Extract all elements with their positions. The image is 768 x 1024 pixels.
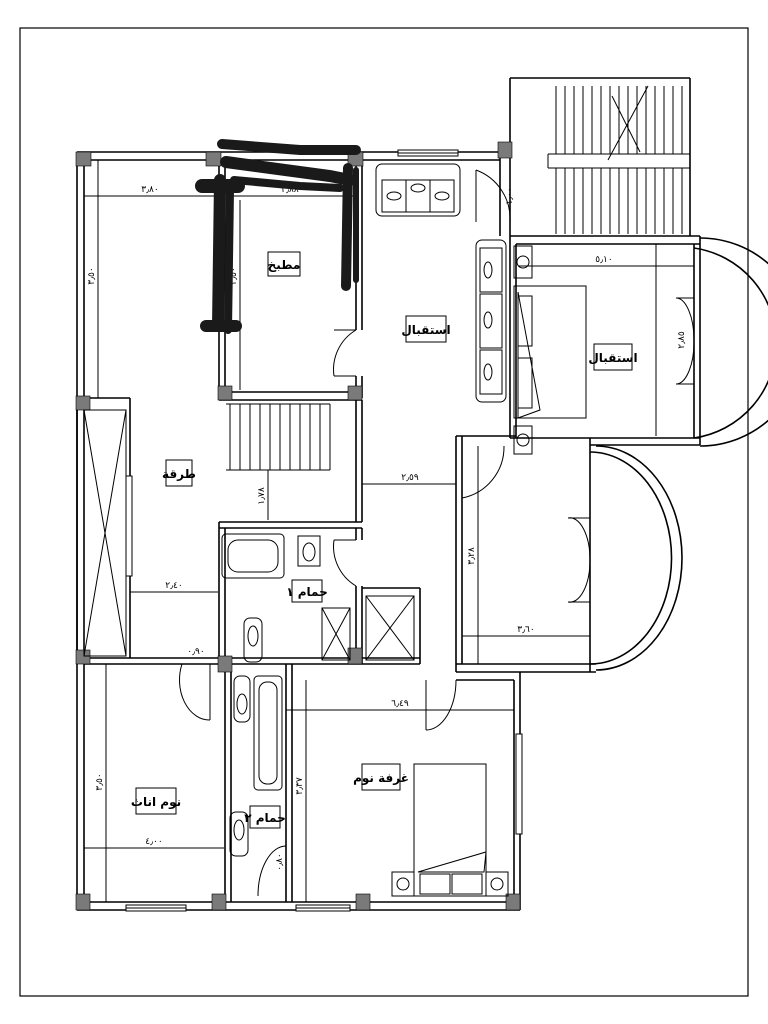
- dim-kitchen-height: ٣٫٥٠: [229, 267, 239, 284]
- dim-terrace-height: ٣٫٢٨: [467, 547, 477, 565]
- bath1-fixtures: [221, 533, 351, 663]
- exterior-walls: [76, 77, 768, 911]
- dim-reception-right-width: ٥٫١٠: [595, 255, 612, 265]
- shower-shaft: [365, 595, 415, 661]
- dim-kitchen-width: ٣٫٨٨: [281, 185, 299, 195]
- bed-bottom: [391, 763, 509, 897]
- dim-corridor-width: ٢٫٤٠: [165, 581, 182, 591]
- doors: [179, 169, 695, 897]
- room-label-corridor: طرقة: [162, 467, 196, 481]
- dim-door-girls: ٠٫٩٠: [187, 647, 204, 657]
- main-stair: [547, 85, 690, 234]
- bed-right: [513, 245, 587, 455]
- dim-bedroom-width: ٦٫٤٩: [391, 699, 409, 709]
- dimension-labels: ٣٫٨٠ ٣٫٨٨ ٣٫٥٠ ٣٫٥٠ ١٫٠٠ ٥٫١٠ ٢٫٨٥ ١٫٧٨ …: [87, 185, 687, 871]
- room-labels: مطبخ استقبال استقبال طرقة حمام ١ حمام ٢ …: [131, 251, 638, 829]
- room-label-bath1: حمام ١: [286, 585, 328, 600]
- dim-kitchen-left-width: ٣٫٨٠: [141, 185, 158, 195]
- dim-corridor-reception-width: ٢٫٥٩: [401, 473, 419, 483]
- room-label-girls-bedroom: نوم اناث: [131, 795, 181, 810]
- dim-terrace-width: ٣٫٦٠: [517, 625, 534, 635]
- light-shaft: [83, 409, 127, 657]
- dim-kitchen-left-height: ٣٫٥٠: [87, 267, 97, 284]
- room-label-bedroom: غرفة نوم: [353, 771, 409, 786]
- drawing-border: [19, 27, 749, 997]
- dim-door-top: ١٫٠٠: [505, 187, 515, 204]
- dimension-lines: [84, 160, 694, 902]
- sofa-top: [375, 163, 461, 217]
- room-label-reception-right: استقبال: [588, 351, 637, 365]
- room-label-reception-top: استقبال: [401, 323, 450, 337]
- dim-reception-right-height: ٢٫٨٥: [677, 331, 687, 349]
- dim-bedroom-height: ٣٫٣٧: [295, 777, 305, 795]
- room-label-bath2: حمام ٢: [244, 811, 286, 826]
- sofa-side: [475, 239, 507, 403]
- scribble-marks: [195, 139, 361, 334]
- internal-stair: [226, 403, 331, 471]
- room-label-kitchen: مطبخ: [268, 258, 301, 272]
- dim-stair-width: ١٫٧٨: [257, 487, 267, 505]
- dim-bath2-door: ٠٫٨٠: [275, 853, 285, 870]
- bath2-fixtures: [229, 675, 283, 857]
- dim-girls-bedroom-width: ٤٫٠٠: [145, 837, 162, 847]
- dim-girls-bedroom-height: ٣٫٥٠: [95, 773, 105, 790]
- columns: [75, 141, 521, 911]
